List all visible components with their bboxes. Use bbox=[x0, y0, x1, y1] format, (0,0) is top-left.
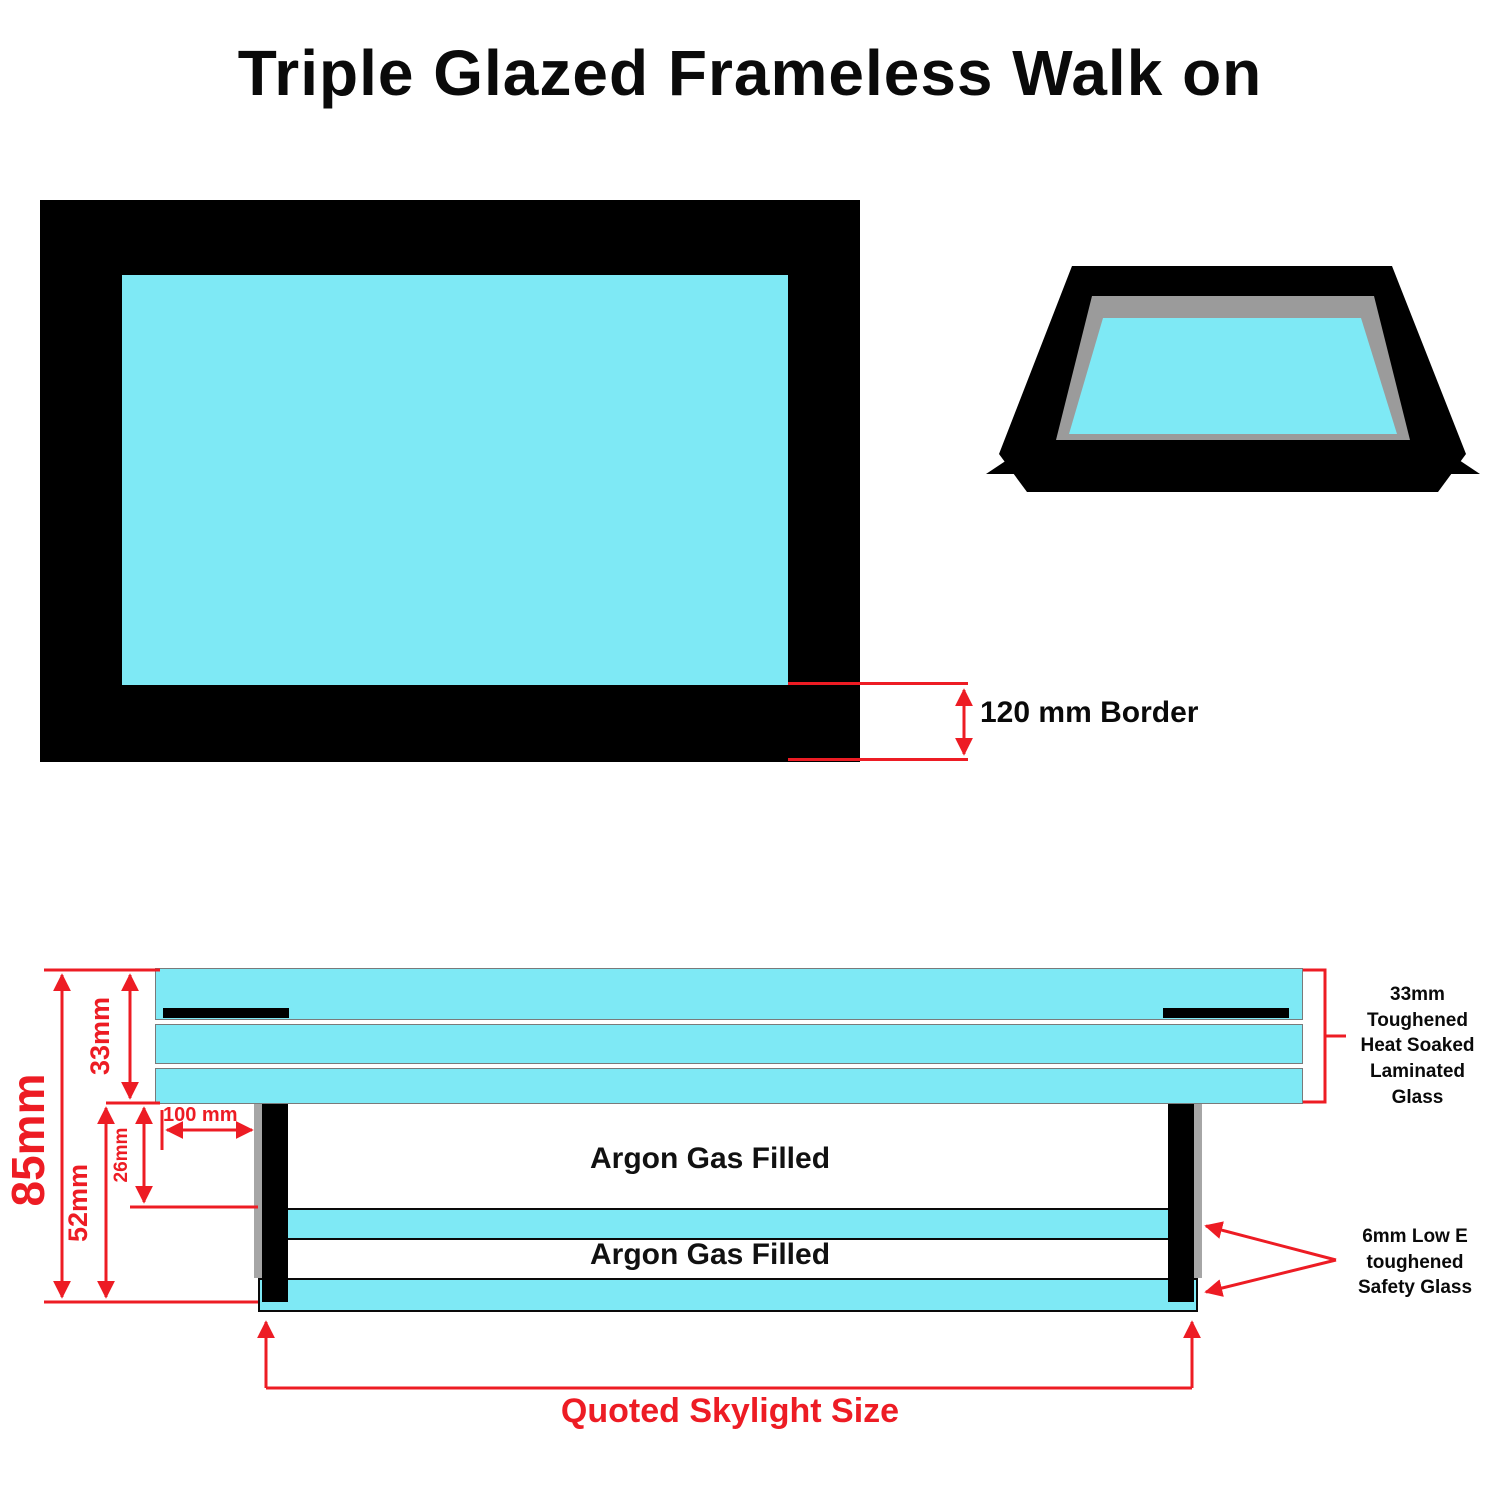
middle-glass-pane bbox=[258, 1208, 1198, 1240]
laminated-pane-2 bbox=[155, 1024, 1303, 1064]
perspective-glass bbox=[1069, 318, 1397, 434]
pointer-bottom-pane bbox=[1204, 1258, 1337, 1297]
lower-glass-description: 6mm Low E toughened Safety Glass bbox=[1357, 1226, 1473, 1299]
plan-view-frame bbox=[40, 200, 860, 762]
perspective-wing-left bbox=[986, 454, 1016, 474]
spacer-bar-right bbox=[1168, 1104, 1194, 1302]
dimension-52mm: 52mm bbox=[63, 1163, 93, 1243]
perspective-frame-front bbox=[999, 454, 1466, 492]
dimension-100mm: 100 mm bbox=[163, 1104, 238, 1126]
laminated-pane-3 bbox=[155, 1068, 1303, 1104]
bottom-glass-pane bbox=[258, 1278, 1198, 1312]
pointer-middle-pane bbox=[1204, 1221, 1337, 1262]
laminate-seal-right bbox=[1163, 1008, 1289, 1018]
perspective-view bbox=[986, 266, 1480, 492]
laminate-seal-left bbox=[163, 1008, 289, 1018]
top-glass-description: 33mm Toughened Heat Soaked Laminated Gla… bbox=[1360, 984, 1475, 1108]
border-dimension-line-bottom bbox=[788, 758, 968, 761]
page-title: Triple Glazed Frameless Walk on bbox=[237, 37, 1263, 109]
spacer-edge-right bbox=[1194, 1104, 1202, 1278]
spacer-bar-left bbox=[262, 1104, 288, 1302]
perspective-wing-right bbox=[1450, 454, 1480, 474]
dimension-85mm: 85mm bbox=[2, 1073, 54, 1207]
quoted-skylight-size-label: Quoted Skylight Size bbox=[560, 1392, 900, 1430]
argon-gas-label-bottom: Argon Gas Filled bbox=[589, 1238, 831, 1271]
argon-gas-label-top: Argon Gas Filled bbox=[589, 1142, 831, 1175]
border-dimension-line-top bbox=[788, 682, 968, 685]
border-label: 120 mm Border bbox=[980, 696, 1199, 729]
perspective-frame-top bbox=[999, 266, 1466, 454]
bracket-top-glass bbox=[1303, 968, 1327, 1104]
dimension-26mm: 26mm bbox=[111, 1127, 132, 1183]
laminated-pane-1 bbox=[155, 968, 1303, 1020]
plan-view-glass bbox=[122, 275, 788, 685]
dimension-33mm: 33mm bbox=[85, 996, 115, 1076]
perspective-inner-bevel bbox=[1056, 296, 1410, 440]
spacer-edge-left bbox=[254, 1104, 262, 1278]
